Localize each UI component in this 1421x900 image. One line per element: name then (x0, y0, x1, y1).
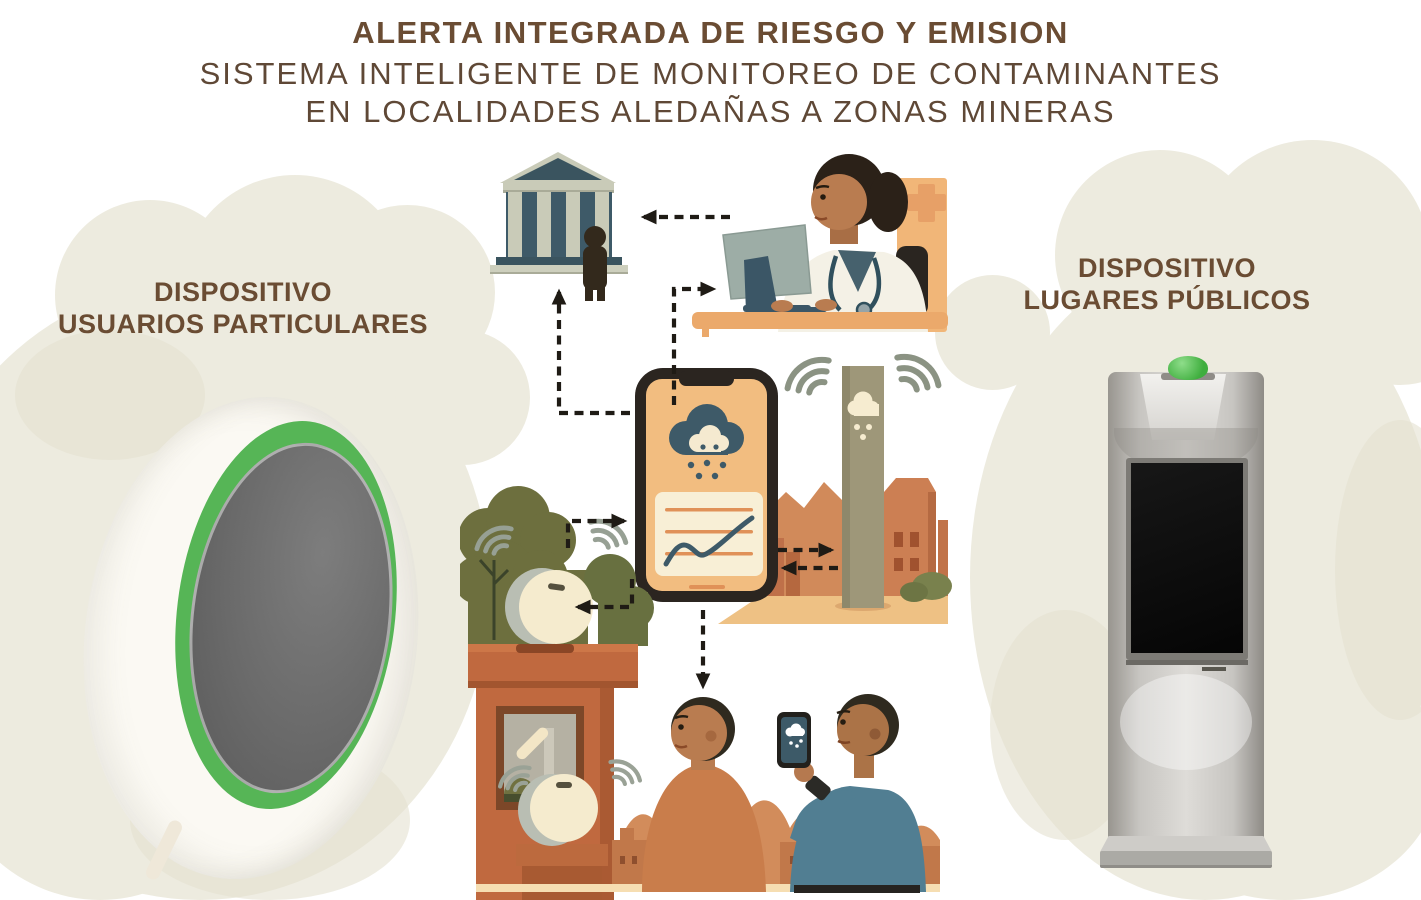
citizen2-mouth (837, 739, 851, 745)
citizen1-face (671, 705, 727, 761)
smart-pole-shade (842, 366, 850, 608)
sensor-slot (556, 782, 572, 788)
kiosk-base (1100, 836, 1272, 852)
private-device-label: DISPOSITIVO USUARIOS PARTICULARES (43, 276, 443, 340)
cloud-shape (935, 275, 1050, 390)
kiosk-body-highlight (1120, 674, 1252, 770)
trend-line-icon (663, 515, 755, 567)
house-facade-shade (600, 688, 614, 900)
monitoring-app-smartphone (635, 368, 778, 602)
wifi-signal-icon (889, 349, 945, 398)
falling-particles (687, 459, 727, 480)
kiosk-screen (1131, 463, 1243, 653)
arrow-sensor-to-phone (565, 513, 628, 548)
phone-home-bar (689, 585, 725, 589)
doctor-shirt (838, 250, 876, 292)
public-device-label-line2: LUGARES PÚBLICOS (1023, 285, 1311, 315)
citizen2-brow (836, 709, 851, 715)
building-windows (894, 532, 919, 571)
town-building (786, 552, 800, 596)
doctor-eye (820, 194, 826, 200)
citizen2-neck (854, 752, 874, 778)
private-device-label-line2: USUARIOS PARTICULARES (57, 309, 429, 339)
subtitle-line-1: SISTEMA INTELIGENTE DE MONITOREO DE CONT… (199, 56, 1222, 92)
private-device-illustration (55, 377, 455, 899)
sensor-shadow (516, 644, 574, 653)
arrow-phone-to-sensor (574, 579, 635, 615)
phone-notch (679, 371, 734, 386)
kiosk-green-beacon (1168, 356, 1208, 380)
kiosk-top-panel (1140, 374, 1226, 440)
arrow-phone-to-doctor (671, 281, 717, 405)
house-sensor-icon (530, 774, 598, 842)
town-building-shade (928, 492, 936, 596)
doctor-brow (815, 184, 830, 190)
citizen2-trousers (794, 885, 920, 893)
wifi-signal-icon (782, 352, 838, 401)
citizen1-shirt (642, 764, 766, 892)
bush (584, 554, 654, 646)
doctor-at-computer-illustration (692, 154, 948, 337)
citizen2-ear (869, 728, 881, 740)
stethoscope-icon (868, 257, 882, 310)
medical-cross-icon (907, 184, 946, 222)
alert-phone-icon (777, 712, 811, 768)
pollution-graph-card (655, 492, 763, 576)
table-base (522, 866, 602, 900)
header: ALERTA INTEGRADA DE RIESGO Y EMISION SIS… (0, 15, 1421, 131)
smart-pole-scene (718, 349, 952, 624)
emission-cloud-icon (669, 404, 744, 480)
tree-branches (478, 559, 510, 640)
citizen2-cuff (805, 775, 831, 801)
data-flow-arrows (551, 209, 838, 690)
doctor-hand (771, 300, 793, 312)
brick-ledge-base (468, 681, 638, 688)
citizen1-ear (705, 730, 717, 742)
citizen1-brow (674, 714, 689, 720)
official-person-silhouette (583, 226, 607, 301)
government-building-icon (490, 152, 628, 274)
street-sensor-icon (519, 570, 593, 644)
neighborhood-house-scene (476, 688, 644, 900)
doctor-smile (814, 215, 828, 221)
subtitle-line-2: EN LOCALIDADES ALEDAÑAS A ZONAS MINERAS (305, 94, 1116, 130)
kiosk-base-plate (1100, 851, 1272, 868)
town-building (938, 520, 948, 596)
street-sensor-scene (460, 486, 654, 688)
kiosk-screen-underline (1126, 660, 1248, 665)
stethoscope-icon (828, 255, 842, 312)
page-subtitle: SISTEMA INTELIGENTE DE MONITOREO DE CONT… (0, 55, 1421, 131)
monitor-stand (744, 256, 778, 312)
citizen2-arm (790, 790, 856, 850)
public-kiosk-illustration (1098, 356, 1274, 870)
bush (900, 582, 928, 602)
desk-tab (702, 328, 709, 337)
doctor-ponytail (868, 172, 908, 232)
arrow-phone-to-building (551, 288, 630, 416)
page-title: ALERTA INTEGRADA DE RIESGO Y EMISION (352, 15, 1069, 50)
monitoring-network-scene (460, 152, 952, 900)
citizen2-eye (840, 719, 846, 725)
citizen1-smile (674, 743, 688, 749)
citizen1-eye (678, 724, 684, 730)
table (516, 844, 608, 866)
sensor-slot (548, 583, 565, 591)
desk (692, 312, 948, 329)
citizen-checking-phone (777, 694, 926, 893)
doctor-hand (815, 299, 837, 311)
doctor-face (811, 174, 867, 230)
public-device-label-line1: DISPOSITIVO (1077, 253, 1257, 283)
citizen-walking (642, 697, 766, 892)
pole-emission-cloud-icon (847, 391, 879, 440)
citizens-scene (476, 694, 940, 893)
kiosk-vent-dash (1202, 667, 1226, 671)
public-device-label: DISPOSITIVO LUGARES PÚBLICOS (967, 252, 1367, 316)
cloud-shape (395, 330, 530, 465)
sand-ground (718, 596, 948, 624)
private-device-label-line1: DISPOSITIVO (153, 277, 333, 307)
